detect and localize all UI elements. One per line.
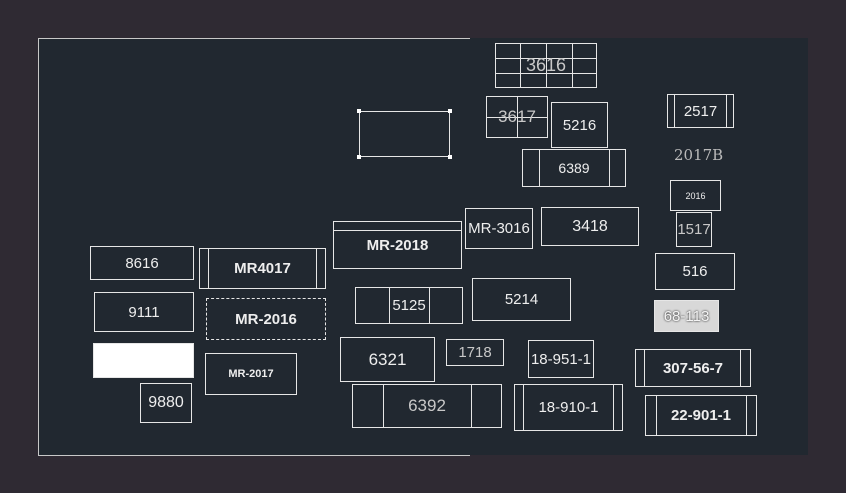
block-mr-2018-label: MR-2018	[366, 236, 429, 254]
block-1718-label: 1718	[458, 344, 492, 361]
block-307-56-7[interactable]: 307-56-7	[635, 349, 751, 387]
block-6392-label: 6392	[408, 396, 446, 415]
block-5214-label: 5214	[504, 291, 539, 308]
block-mr-2016-label: MR-2016	[235, 310, 297, 328]
block-6321-label: 6321	[368, 349, 407, 369]
block-mr-2017-label: MR-2017	[228, 368, 274, 380]
block-solid-white[interactable]	[93, 343, 194, 378]
block-1718[interactable]: 1718	[446, 339, 504, 366]
block-6321[interactable]: 6321	[340, 337, 435, 382]
block-mr-2017[interactable]: MR-2017	[205, 353, 297, 395]
block-9880-label: 9880	[148, 394, 184, 411]
block-9111-label: 9111	[128, 303, 160, 321]
block-3617-label: 3617	[498, 107, 536, 126]
block-3418[interactable]: 3418	[541, 207, 639, 246]
block-mr4017-label: MR4017	[234, 260, 291, 277]
block-1517[interactable]: 1517	[676, 212, 712, 247]
block-2517[interactable]: 2517	[667, 94, 734, 128]
block-2016-small[interactable]: 2016	[670, 180, 721, 211]
block-6389-label: 6389	[558, 160, 590, 176]
block-6392[interactable]: 6392	[352, 384, 502, 428]
block-68-113-label: 68-113	[663, 307, 710, 325]
block-18-951-1[interactable]: 18-951-1	[528, 340, 594, 378]
block-22-901-1[interactable]: 22-901-1	[645, 395, 757, 436]
text-2017b: 2017B	[674, 146, 724, 164]
block-mr-2018[interactable]: MR-2018	[333, 221, 462, 269]
block-3617[interactable]: 3617	[486, 96, 548, 138]
block-18-951-1-label: 18-951-1	[530, 350, 592, 368]
block-mr-3016[interactable]: MR-3016	[465, 208, 533, 249]
block-9880[interactable]: 9880	[140, 383, 192, 423]
block-1517-label: 1517	[677, 221, 711, 238]
block-2517-label: 2517	[683, 102, 718, 120]
block-5216-label: 5216	[562, 116, 597, 134]
block-516-label: 516	[682, 263, 708, 280]
block-18-910-1-label: 18-910-1	[538, 399, 599, 416]
block-3418-label: 3418	[572, 217, 608, 235]
block-mr-3016-label: MR-3016	[468, 220, 530, 237]
block-5214[interactable]: 5214	[472, 278, 571, 321]
block-307-56-7-label: 307-56-7	[662, 359, 724, 377]
block-5125[interactable]: 5125	[355, 287, 463, 324]
block-empty-rect[interactable]	[357, 109, 452, 159]
block-mr-2016[interactable]: MR-2016	[206, 298, 326, 340]
block-3616-label: 3616	[525, 55, 567, 75]
block-22-901-1-label: 22-901-1	[670, 407, 732, 424]
block-18-910-1[interactable]: 18-910-1	[514, 384, 623, 431]
block-516[interactable]: 516	[655, 253, 735, 290]
block-8616-label: 8616	[125, 254, 159, 272]
block-3616[interactable]: 3616	[495, 43, 597, 88]
block-9111[interactable]: 9111	[94, 292, 194, 332]
block-6389[interactable]: 6389	[522, 149, 626, 187]
block-2016-small-label: 2016	[685, 190, 706, 201]
block-5216[interactable]: 5216	[551, 102, 608, 148]
block-8616[interactable]: 8616	[90, 246, 194, 280]
viewport-frame	[38, 38, 470, 456]
block-mr4017[interactable]: MR4017	[199, 248, 326, 289]
block-68-113[interactable]: 68-113	[654, 300, 719, 332]
block-5125-label: 5125	[392, 297, 426, 314]
